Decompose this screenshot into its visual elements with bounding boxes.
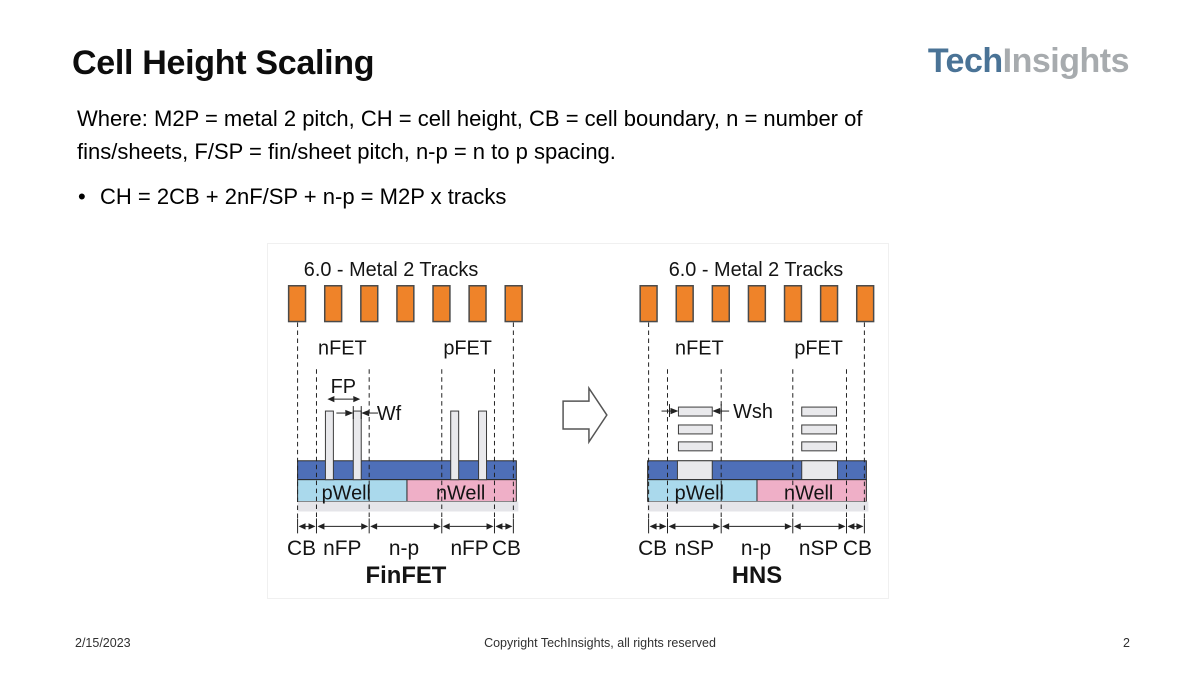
definitions-text: Where: M2P = metal 2 pitch, CH = cell he…: [77, 102, 862, 168]
metal2-track: [675, 285, 694, 323]
finfet-title: FinFET: [366, 562, 447, 589]
metal2-track: [396, 285, 415, 323]
metal2-track: [855, 285, 875, 323]
dim-arrowhead-left: [649, 523, 657, 530]
figure-svg: 6.0 - Metal 2 Tracks nFET pFET FP Wf pWe…: [287, 259, 875, 589]
left-dim-nfp2: nFP: [450, 537, 488, 560]
metal2-track: [468, 285, 487, 323]
dim-arrowhead-left: [370, 523, 378, 530]
left-nfet-label: nFET: [318, 337, 367, 359]
page-title: Cell Height Scaling: [72, 44, 375, 82]
dim-arrowhead-left: [668, 523, 676, 530]
dim-arrowhead-right: [713, 523, 721, 530]
left-pfet-label: pFET: [443, 337, 492, 359]
dim-arrowhead-right: [659, 523, 667, 530]
right-dim-cb2: CB: [843, 537, 872, 560]
dim-arrowhead-left: [847, 523, 855, 530]
metal2-track: [711, 285, 730, 323]
dim-arrowhead-right: [308, 523, 316, 530]
metal2-track: [639, 285, 658, 323]
nanosheet: [801, 406, 838, 417]
nanosheet: [801, 424, 838, 435]
right-dim-cb1: CB: [638, 537, 667, 560]
width-arrowhead: [361, 409, 370, 417]
substrate: [647, 501, 869, 512]
dim-arrowhead-right: [505, 523, 513, 530]
fin-pitch-label: FP: [331, 376, 356, 398]
right-nwell-label: nWell: [784, 483, 833, 505]
right-dim-np: n-p: [741, 537, 771, 560]
fin: [324, 410, 334, 481]
metal2-track: [360, 285, 379, 323]
width-arrowhead: [712, 407, 721, 415]
techinsights-logo: TechInsights: [927, 42, 1130, 81]
dim-arrowhead-left: [793, 523, 801, 530]
left-tracks-title: 6.0 - Metal 2 Tracks: [304, 259, 479, 281]
cell-height-figure: 6.0 - Metal 2 Tracks nFET pFET FP Wf pWe…: [267, 243, 889, 599]
fin: [478, 410, 488, 481]
fin: [450, 410, 460, 481]
left-dim-nfp1: nFP: [323, 537, 361, 560]
dim-arrowhead-left: [722, 523, 730, 530]
nanosheet: [801, 441, 838, 452]
dim-arrowhead-left: [298, 523, 306, 530]
right-pwell-label: pWell: [675, 483, 724, 505]
nanosheet: [677, 424, 713, 435]
transition-arrow-icon: [562, 385, 608, 445]
width-arrowhead: [670, 407, 679, 415]
logo-insights-text: Insights: [1002, 42, 1130, 80]
metal2-track: [504, 285, 523, 323]
left-nwell-label: nWell: [436, 483, 485, 505]
dim-arrowhead-right: [433, 523, 441, 530]
logo-tech-text: Tech: [927, 42, 1003, 80]
nanosheet: [677, 406, 713, 417]
right-tracks-title: 6.0 - Metal 2 Tracks: [669, 259, 844, 281]
sheet-pedestal: [676, 460, 713, 481]
dim-arrowhead-right: [361, 523, 369, 530]
definitions-line2: fins/sheets, F/SP = fin/sheet pitch, n-p…: [77, 139, 616, 164]
right-dim-nsp2: nSP: [799, 537, 838, 560]
metal2-track: [783, 285, 803, 323]
dim-arrowhead-right: [486, 523, 494, 530]
metal2-track: [747, 285, 767, 323]
left-dim-cb1: CB: [287, 537, 316, 560]
footer-copyright: Copyright TechInsights, all rights reser…: [484, 636, 716, 650]
dim-arrowhead-right: [353, 395, 361, 403]
dim-arrowhead-right: [856, 523, 864, 530]
metal2-track: [819, 285, 839, 323]
fin: [352, 410, 362, 481]
metal2-track: [287, 285, 307, 323]
sheet-width-label: Wsh: [733, 401, 773, 423]
dim-arrowhead-left: [317, 523, 325, 530]
right-pfet-label: pFET: [794, 337, 843, 359]
right-dim-nsp1: nSP: [675, 537, 714, 560]
definitions-line1: Where: M2P = metal 2 pitch, CH = cell he…: [77, 106, 863, 131]
page-number: 2: [1123, 636, 1130, 650]
footer-date: 2/15/2023: [75, 636, 131, 650]
left-pwell-label: pWell: [322, 483, 371, 505]
substrate: [297, 501, 519, 512]
dim-arrowhead-left: [442, 523, 450, 530]
bullet-icon: •: [78, 184, 86, 209]
right-nfet-label: nFET: [675, 337, 724, 359]
nanosheet: [677, 441, 713, 452]
formula-text: CH = 2CB + 2nF/SP + n-p = M2P x tracks: [100, 184, 507, 209]
width-arrowhead: [345, 409, 354, 417]
fin-width-label: Wf: [377, 403, 402, 425]
left-dim-np: n-p: [389, 537, 419, 560]
dim-arrowhead-right: [838, 523, 846, 530]
metal2-track: [323, 285, 343, 323]
metal2-track: [432, 285, 451, 323]
dim-arrowhead-left: [495, 523, 503, 530]
sheet-pedestal: [801, 460, 839, 481]
dim-arrowhead-left: [327, 395, 335, 403]
formula-bullet-row: • CH = 2CB + 2nF/SP + n-p = M2P x tracks: [78, 184, 506, 210]
hns-title: HNS: [732, 562, 782, 589]
left-dim-cb2: CB: [492, 537, 521, 560]
dim-arrowhead-right: [784, 523, 792, 530]
